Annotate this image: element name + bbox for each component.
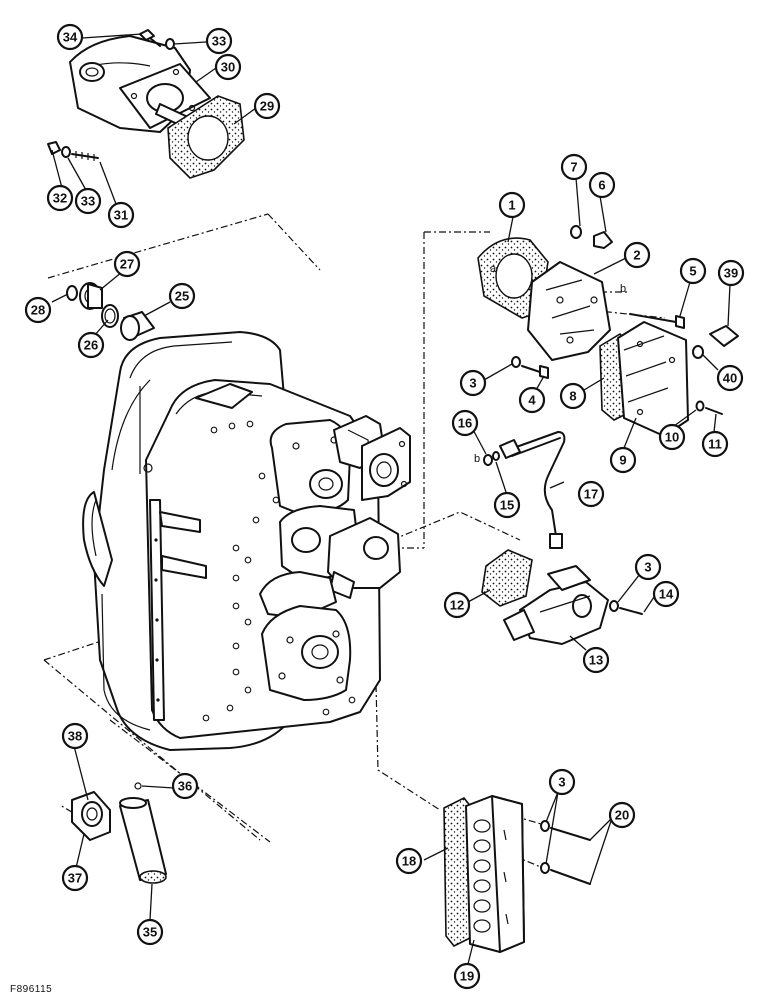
callout-26: 26 xyxy=(77,331,105,359)
callout-35: 35 xyxy=(136,918,164,946)
point-label-b-upper: b xyxy=(620,283,626,295)
svg-text:37: 37 xyxy=(68,871,82,886)
callout-1: 1 xyxy=(498,191,526,219)
svg-text:3: 3 xyxy=(469,376,476,391)
svg-text:36: 36 xyxy=(178,779,192,794)
stud-nut-washer xyxy=(47,141,99,161)
callout-15: 15 xyxy=(493,491,521,519)
callout-33: 33 xyxy=(74,187,102,215)
callout-9: 9 xyxy=(609,446,637,474)
svg-text:10: 10 xyxy=(665,430,679,445)
svg-text:28: 28 xyxy=(31,303,45,318)
callout-38: 38 xyxy=(61,722,89,750)
callouts: 1 2 3 3 3 4 5 6 7 8 9 10 11 12 13 14 15 … xyxy=(24,23,745,990)
point-label-b-lower: b xyxy=(474,453,480,465)
svg-text:27: 27 xyxy=(120,257,134,272)
svg-text:5: 5 xyxy=(689,264,696,279)
svg-text:25: 25 xyxy=(175,289,189,304)
svg-text:2: 2 xyxy=(633,248,640,263)
svg-text:4: 4 xyxy=(528,393,536,408)
pump-bolt xyxy=(139,29,175,50)
callout-11: 11 xyxy=(701,430,729,458)
callout-5: 5 xyxy=(679,257,707,285)
callout-30: 30 xyxy=(214,53,242,81)
callout-37: 37 xyxy=(61,864,89,892)
svg-text:17: 17 xyxy=(584,487,598,502)
callout-19: 19 xyxy=(453,962,481,990)
svg-text:32: 32 xyxy=(53,191,67,206)
svg-text:7: 7 xyxy=(570,160,577,175)
svg-text:18: 18 xyxy=(402,854,416,869)
pump-gasket xyxy=(167,95,245,179)
svg-text:31: 31 xyxy=(114,208,128,223)
svg-text:9: 9 xyxy=(619,453,626,468)
hydraulic-pump-assembly xyxy=(69,35,211,133)
callout-32: 32 xyxy=(46,184,74,212)
point-label-a: a xyxy=(490,263,497,275)
svg-text:30: 30 xyxy=(221,60,235,75)
callout-8: 8 xyxy=(559,382,587,410)
pto-gear-housings xyxy=(259,415,411,701)
callout-36: 36 xyxy=(171,772,199,800)
svg-text:15: 15 xyxy=(500,498,514,513)
svg-text:26: 26 xyxy=(84,338,98,353)
callout-28: 28 xyxy=(24,296,52,324)
callout-2: 2 xyxy=(623,241,651,269)
control-valve-group xyxy=(477,225,685,379)
callout-34: 34 xyxy=(56,23,84,51)
callout-13: 13 xyxy=(582,646,610,674)
svg-text:39: 39 xyxy=(724,266,738,281)
svg-text:35: 35 xyxy=(143,925,157,940)
callout-29: 29 xyxy=(253,92,281,120)
svg-text:8: 8 xyxy=(569,389,576,404)
svg-text:29: 29 xyxy=(260,99,274,114)
svg-text:38: 38 xyxy=(68,729,82,744)
callout-33: 33 xyxy=(205,27,233,55)
svg-text:33: 33 xyxy=(81,194,95,209)
callout-12: 12 xyxy=(443,591,471,619)
svg-text:34: 34 xyxy=(63,30,78,45)
callout-16: 16 xyxy=(451,409,479,437)
callout-40: 40 xyxy=(716,364,744,392)
callout-14: 14 xyxy=(652,580,680,608)
callout-25: 25 xyxy=(168,282,196,310)
callout-27: 27 xyxy=(113,250,141,278)
callout-17: 17 xyxy=(577,480,605,508)
svg-text:6: 6 xyxy=(598,178,605,193)
callout-6: 6 xyxy=(588,171,616,199)
valve-body-group xyxy=(443,795,591,953)
svg-text:33: 33 xyxy=(212,34,226,49)
filter-assembly xyxy=(71,782,167,884)
svg-text:12: 12 xyxy=(450,598,464,613)
svg-text:40: 40 xyxy=(723,371,737,386)
svg-text:16: 16 xyxy=(458,416,472,431)
tube-assembly xyxy=(483,431,566,549)
svg-text:19: 19 xyxy=(460,969,474,984)
callout-31: 31 xyxy=(107,201,135,229)
callout-10: 10 xyxy=(658,423,686,451)
svg-text:13: 13 xyxy=(589,653,603,668)
callout-7: 7 xyxy=(560,153,588,181)
svg-text:14: 14 xyxy=(659,587,674,602)
callout-4: 4 xyxy=(518,386,546,414)
bearing-group xyxy=(66,282,155,341)
callout-3: 3 xyxy=(634,553,662,581)
callout-39: 39 xyxy=(717,259,745,287)
solenoid-valve-group xyxy=(481,549,643,645)
callout-3: 3 xyxy=(459,369,487,397)
figure-id: F896115 xyxy=(10,984,53,995)
callout-20: 20 xyxy=(608,801,636,829)
svg-text:11: 11 xyxy=(708,437,722,452)
svg-text:3: 3 xyxy=(558,775,565,790)
callout-18: 18 xyxy=(395,847,423,875)
svg-text:20: 20 xyxy=(615,808,629,823)
svg-text:1: 1 xyxy=(508,198,515,213)
callout-3: 3 xyxy=(548,768,576,796)
svg-text:3: 3 xyxy=(644,560,651,575)
valve-cover-group xyxy=(599,321,739,437)
